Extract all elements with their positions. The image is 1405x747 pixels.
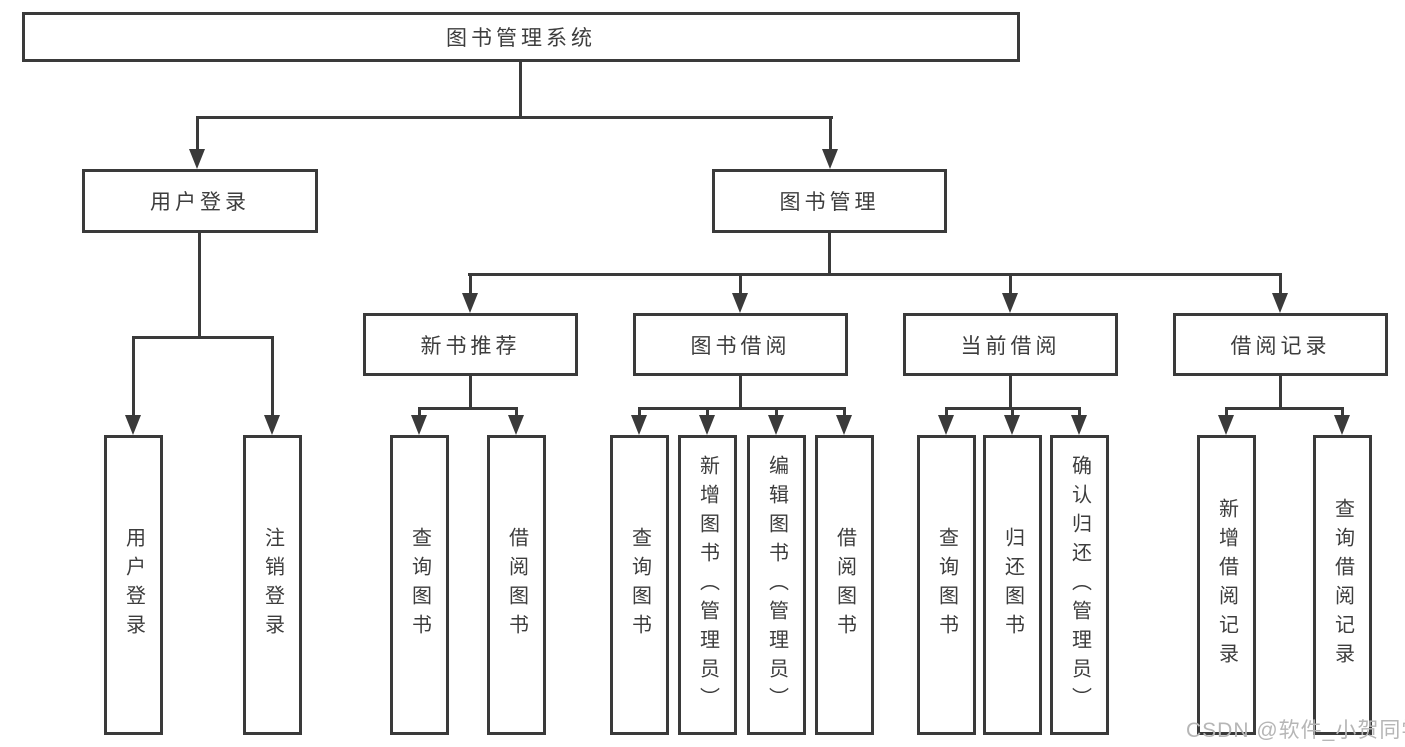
connector-drop <box>1009 273 1012 298</box>
leaf-user-login: 用户登录 <box>104 435 163 735</box>
connector-record-stem <box>1279 376 1282 410</box>
leaf-query-borrow-record: 查询借阅记录 <box>1313 435 1372 735</box>
leaf-label: 借阅图书 <box>505 527 528 643</box>
connector-drop <box>418 407 421 421</box>
node-book-management: 图书管理 <box>712 169 947 233</box>
arrow-down-icon <box>699 415 715 435</box>
connector-user-login-branch <box>132 336 274 339</box>
connector-current-stem <box>1009 376 1012 410</box>
node-new-book-recommend: 新书推荐 <box>363 313 578 376</box>
connector-recommend-stem <box>469 376 472 410</box>
arrow-down-icon <box>822 149 838 169</box>
node-root-label: 图书管理系统 <box>446 27 596 50</box>
node-user-login-label: 用户登录 <box>150 191 250 214</box>
arrow-down-icon <box>462 293 478 313</box>
connector-drop <box>775 407 778 421</box>
connector-drop <box>739 273 742 298</box>
connector-user-login-stem <box>198 233 201 339</box>
leaf-borrow-books-recommend: 借阅图书 <box>487 435 546 735</box>
leaf-confirm-return-admin: 确认归还（管理员） <box>1050 435 1109 735</box>
csdn-watermark: CSDN @软件_小贺同学 <box>1186 719 1405 742</box>
leaf-label: 借阅图书 <box>833 527 856 643</box>
connector-drop <box>945 407 948 421</box>
arrow-down-icon <box>125 415 141 435</box>
connector-drop <box>271 336 274 420</box>
leaf-logout: 注销登录 <box>243 435 302 735</box>
leaf-label: 确认归还（管理员） <box>1068 454 1091 716</box>
leaf-add-borrow-record: 新增借阅记录 <box>1197 435 1256 735</box>
leaf-query-books-recommend: 查询图书 <box>390 435 449 735</box>
leaf-label: 查询图书 <box>935 527 958 643</box>
connector-drop <box>829 116 832 152</box>
connector-borrow-branch <box>638 407 846 410</box>
arrow-down-icon <box>1071 415 1087 435</box>
connector-record-branch <box>1225 407 1344 410</box>
arrow-down-icon <box>836 415 852 435</box>
arrow-down-icon <box>264 415 280 435</box>
node-book-borrow: 图书借阅 <box>633 313 848 376</box>
leaf-query-books-borrow: 查询图书 <box>610 435 669 735</box>
connector-drop <box>515 407 518 421</box>
arrow-down-icon <box>631 415 647 435</box>
connector-drop <box>1279 273 1282 298</box>
leaf-label: 编辑图书（管理员） <box>765 454 788 716</box>
node-borrow-record-label: 借阅记录 <box>1230 334 1331 358</box>
leaf-borrow-books: 借阅图书 <box>815 435 874 735</box>
arrow-down-icon <box>1002 293 1018 313</box>
connector-book-mgmt-stem <box>828 233 831 276</box>
connector-book-mgmt-branch <box>468 273 1282 276</box>
node-new-book-recommend-label: 新书推荐 <box>420 334 521 358</box>
node-borrow-record: 借阅记录 <box>1173 313 1388 376</box>
arrow-down-icon <box>1218 415 1234 435</box>
arrow-down-icon <box>938 415 954 435</box>
arrow-down-icon <box>768 415 784 435</box>
node-user-login: 用户登录 <box>82 169 318 233</box>
leaf-label: 查询图书 <box>408 527 431 643</box>
leaf-add-book-admin: 新增图书（管理员） <box>678 435 737 735</box>
leaf-label: 新增图书（管理员） <box>696 454 719 716</box>
connector-root-branch <box>196 116 833 119</box>
connector-borrow-stem <box>739 376 742 410</box>
connector-drop <box>469 273 472 298</box>
connector-drop <box>706 407 709 421</box>
connector-drop <box>1225 407 1228 421</box>
arrow-down-icon <box>1272 293 1288 313</box>
connector-drop <box>843 407 846 421</box>
connector-drop <box>196 116 199 152</box>
leaf-label: 归还图书 <box>1001 527 1024 643</box>
arrow-down-icon <box>1334 415 1350 435</box>
connector-drop <box>132 336 135 420</box>
arrow-down-icon <box>732 293 748 313</box>
leaf-label: 查询借阅记录 <box>1331 498 1354 672</box>
node-current-borrow-label: 当前借阅 <box>960 334 1061 358</box>
connector-drop <box>1341 407 1344 421</box>
arrow-down-icon <box>1004 415 1020 435</box>
node-book-borrow-label: 图书借阅 <box>690 334 791 358</box>
connector-recommend-branch <box>418 407 518 410</box>
leaf-label: 用户登录 <box>122 527 145 643</box>
leaf-label: 新增借阅记录 <box>1215 498 1238 672</box>
leaf-label: 注销登录 <box>261 527 284 643</box>
connector-drop <box>1078 407 1081 421</box>
leaf-return-book: 归还图书 <box>983 435 1042 735</box>
arrow-down-icon <box>189 149 205 169</box>
connector-drop <box>1011 407 1014 421</box>
connector-drop <box>638 407 641 421</box>
arrow-down-icon <box>508 415 524 435</box>
node-current-borrow: 当前借阅 <box>903 313 1118 376</box>
node-book-management-label: 图书管理 <box>779 191 880 214</box>
leaf-query-books-current: 查询图书 <box>917 435 976 735</box>
connector-root-stem <box>519 60 522 119</box>
leaf-label: 查询图书 <box>628 527 651 643</box>
arrow-down-icon <box>411 415 427 435</box>
leaf-edit-book-admin: 编辑图书（管理员） <box>747 435 806 735</box>
node-root: 图书管理系统 <box>22 12 1020 62</box>
